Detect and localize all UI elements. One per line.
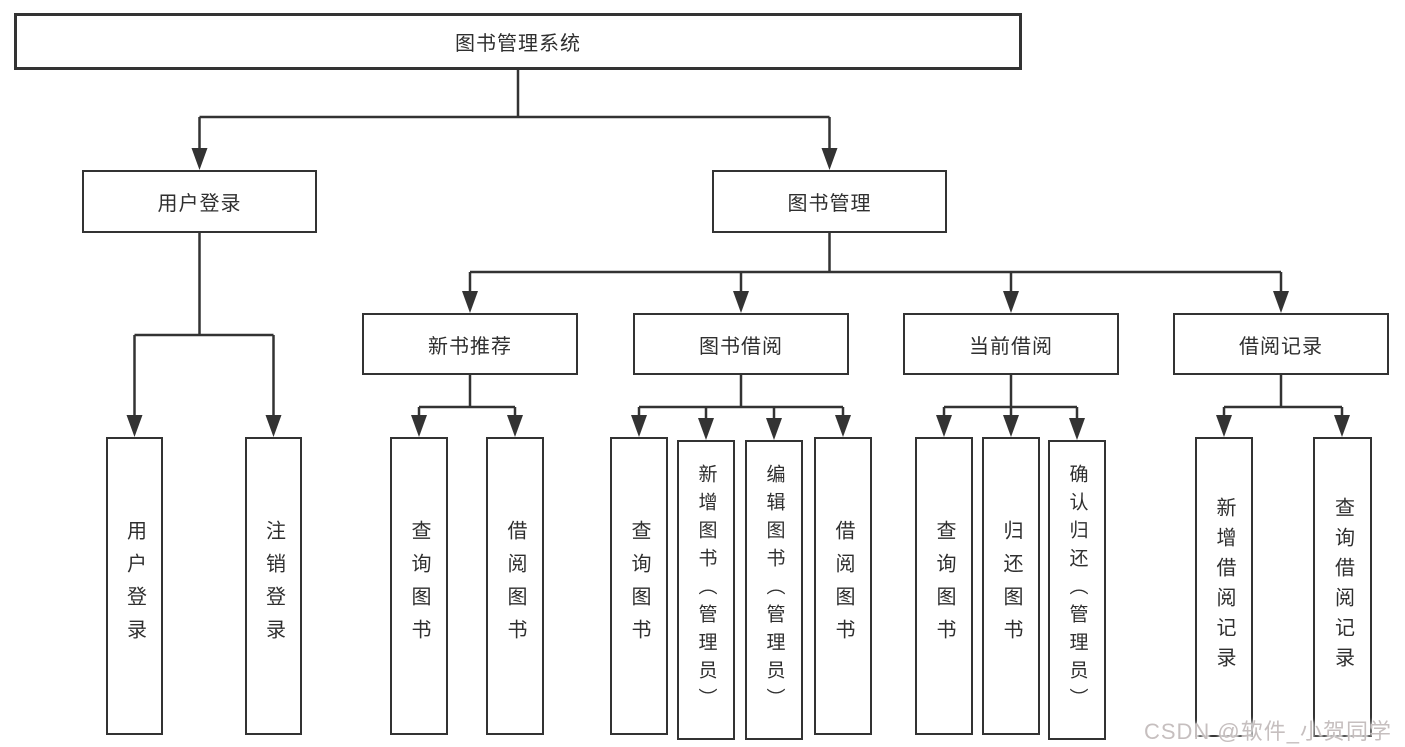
leaf-label: 确认归还（管理员） [1066,464,1088,716]
leaf-bb-edit-books-admin: 编辑图书（管理员） [745,440,803,740]
node-book-management: 图书管理 [712,170,947,233]
leaf-label: 用户登录 [123,520,146,652]
leaf-label: 归还图书 [1000,520,1022,652]
node-label: 借阅记录 [1239,335,1323,358]
leaf-label: 新增图书（管理员） [695,464,717,716]
arrow-down-icon [821,148,838,170]
leaf-cb-return-books: 归还图书 [982,437,1040,735]
arrow-down-icon [1273,291,1289,313]
arrow-down-icon [835,415,851,437]
arrow-down-icon [507,415,523,437]
connector-path [133,70,1344,424]
arrow-down-icon [1003,291,1019,313]
leaf-label: 查询图书 [408,520,430,652]
leaf-label: 借阅图书 [832,520,854,652]
leaf-bb-query-books: 查询图书 [610,437,668,735]
arrow-down-icon [766,418,782,440]
leaf-label: 查询图书 [628,520,650,652]
leaf-label: 编辑图书（管理员） [763,464,785,716]
leaf-label: 查询借阅记录 [1331,497,1354,677]
arrow-down-icon [1334,415,1350,437]
node-library-system: 图书管理系统 [14,13,1022,70]
leaf-label: 注销登录 [262,520,285,652]
arrow-down-icon [698,418,714,440]
node-label: 图书借阅 [699,335,783,358]
leaf-cb-query-books: 查询图书 [915,437,973,735]
node-label: 图书管理系统 [455,33,581,55]
leaf-user-login: 用户登录 [106,437,163,735]
leaf-label: 查询图书 [933,520,955,652]
arrow-down-icon [1003,415,1019,437]
leaf-nbr-query-books: 查询图书 [390,437,448,735]
leaf-cb-confirm-return-admin: 确认归还（管理员） [1048,440,1106,740]
arrow-down-icon [191,148,208,170]
arrow-down-icon [631,415,647,437]
node-label: 图书管理 [787,193,872,215]
arrow-down-icon [126,415,143,437]
leaf-logout: 注销登录 [245,437,302,735]
leaf-bb-borrow-books: 借阅图书 [814,437,872,735]
arrow-down-icon [462,291,478,313]
leaf-nbr-borrow-books: 借阅图书 [486,437,544,735]
arrow-down-icon [1069,418,1085,440]
arrow-down-icon [733,291,749,313]
leaf-label: 借阅图书 [504,520,526,652]
node-book-borrowing: 图书借阅 [633,313,849,375]
node-label: 新书推荐 [428,335,512,358]
leaf-br-query-record: 查询借阅记录 [1313,437,1372,737]
node-label: 当前借阅 [969,335,1053,358]
arrow-down-icons [126,148,1350,440]
node-user-login-branch: 用户登录 [82,170,317,233]
node-label: 用户登录 [157,193,242,215]
arrow-down-icon [411,415,427,437]
arrow-down-icon [265,415,282,437]
node-borrowing-records: 借阅记录 [1173,313,1389,375]
node-current-borrowing: 当前借阅 [903,313,1119,375]
leaf-bb-add-books-admin: 新增图书（管理员） [677,440,735,740]
leaf-label: 新增借阅记录 [1213,497,1235,677]
arrow-down-icon [936,415,952,437]
leaf-br-add-record: 新增借阅记录 [1195,437,1253,737]
arrow-down-icon [1216,415,1232,437]
node-new-book-recommend: 新书推荐 [362,313,578,375]
watermark: CSDN @软件_小贺同学 [1143,719,1392,744]
